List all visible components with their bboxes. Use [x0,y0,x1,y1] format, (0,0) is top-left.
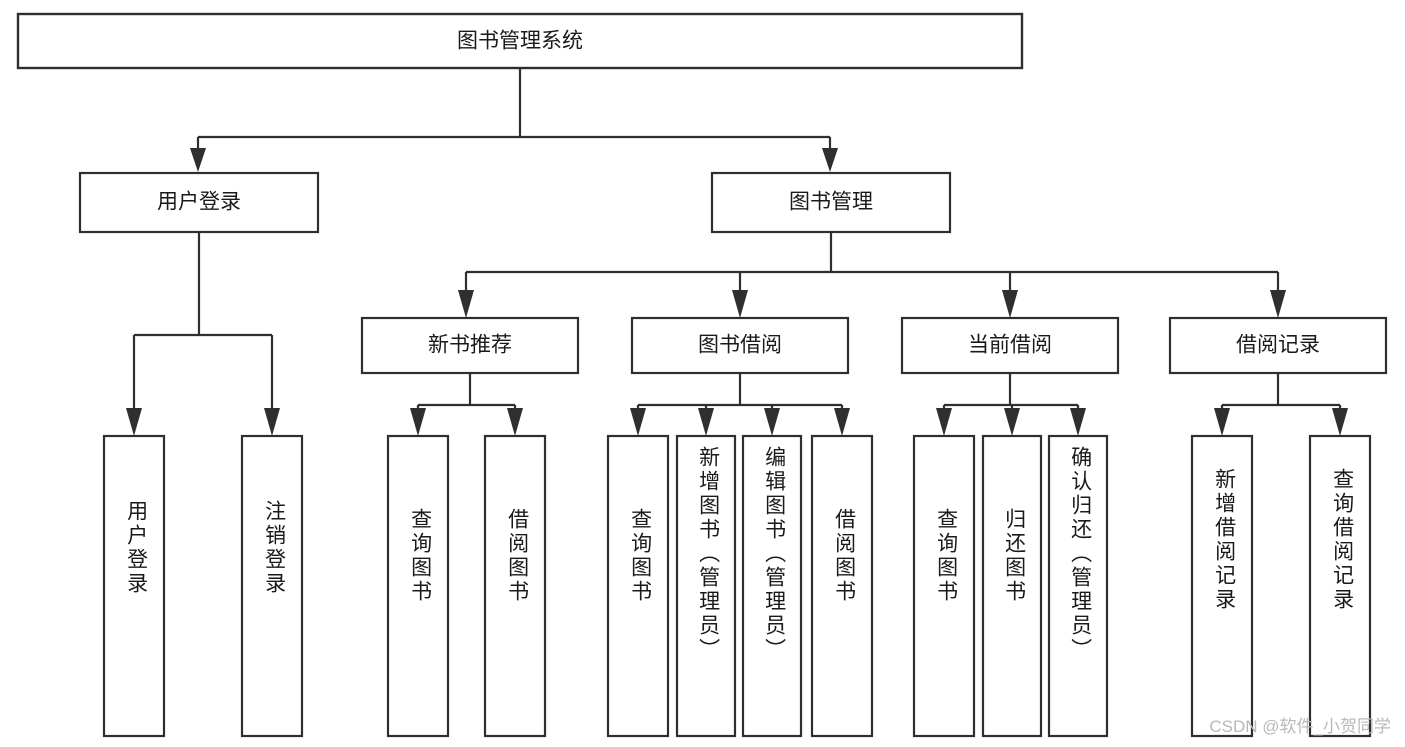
node-root-label: 图书管理系统 [457,30,583,53]
node-current-borrow-box[interactable] [900,316,1120,375]
node-leaf-borrow-book-1-box[interactable] [483,434,547,738]
node-leaf-query-record-box[interactable] [1308,434,1372,738]
node-book-borrow-label: 图书借阅 [698,334,782,357]
node-book-manage[interactable]: 图书管理 [710,171,952,234]
node-user-login[interactable]: 用户登录 [78,171,320,234]
node-leaf-query-book-1-box[interactable] [386,434,450,738]
arrow-icon-to-leaf-user-login [126,408,142,436]
node-user-login-label: 用户登录 [157,191,241,214]
node-book-manage-box[interactable] [710,171,952,234]
node-borrow-record[interactable]: 借阅记录 [1168,316,1388,375]
node-leaf-borrow-book-2-box[interactable] [810,434,874,738]
arrow-icon-to-current-borrow [1002,290,1018,318]
node-leaf-query-book-2-box[interactable] [606,434,670,738]
arrow-icon-to-leaf-return-book [1004,408,1020,436]
arrow-icon-to-book-manage [822,148,838,172]
arrow-icon-to-leaf-query-book-3 [936,408,952,436]
arrow-icon-to-book-borrow [732,290,748,318]
arrow-icon-to-leaf-borrow-book-2 [834,408,850,436]
watermark-text: CSDN @软件_小贺同学 [1209,717,1391,736]
node-leaf-edit-book-box[interactable] [741,434,803,738]
arrow-icon-to-leaf-query-book-2 [630,408,646,436]
arrow-icon-to-borrow-record [1270,290,1286,318]
node-leaf-return-book-box[interactable] [981,434,1043,738]
node-book-borrow[interactable]: 图书借阅 [630,316,850,375]
arrow-icon-to-leaf-confirm-return [1070,408,1086,436]
arrow-icon-to-new-book-recommend [458,290,474,318]
arrow-icon-to-leaf-query-book-1 [410,408,426,436]
node-borrow-record-label: 借阅记录 [1236,334,1320,357]
arrow-icon-to-leaf-query-record [1332,408,1348,436]
arrow-icon-to-leaf-add-record [1214,408,1230,436]
node-new-book-recommend[interactable]: 新书推荐 [360,316,580,375]
node-current-borrow[interactable]: 当前借阅 [900,316,1120,375]
node-book-manage-label: 图书管理 [789,191,873,214]
node-root[interactable]: 图书管理系统 [16,12,1024,70]
node-new-book-recommend-label: 新书推荐 [428,334,512,357]
node-root-box[interactable] [16,12,1024,70]
arrow-icon-to-user-login [190,148,206,172]
node-book-borrow-box[interactable] [630,316,850,375]
node-leaf-user-login-box[interactable] [102,434,166,738]
node-leaf-query-book-3-box[interactable] [912,434,976,738]
arrow-icon-to-leaf-borrow-book-1 [507,408,523,436]
arrow-icon-to-leaf-add-book [698,408,714,436]
node-borrow-record-box[interactable] [1168,316,1388,375]
arrow-icon-to-leaf-logout-login [264,408,280,436]
node-current-borrow-label: 当前借阅 [968,334,1052,357]
node-leaf-confirm-return-box[interactable] [1047,434,1109,738]
node-leaf-logout-login-box[interactable] [240,434,304,738]
node-leaf-add-record-box[interactable] [1190,434,1254,738]
node-leaf-add-book-box[interactable] [675,434,737,738]
node-new-book-recommend-box[interactable] [360,316,580,375]
arrow-icon-to-leaf-edit-book [764,408,780,436]
